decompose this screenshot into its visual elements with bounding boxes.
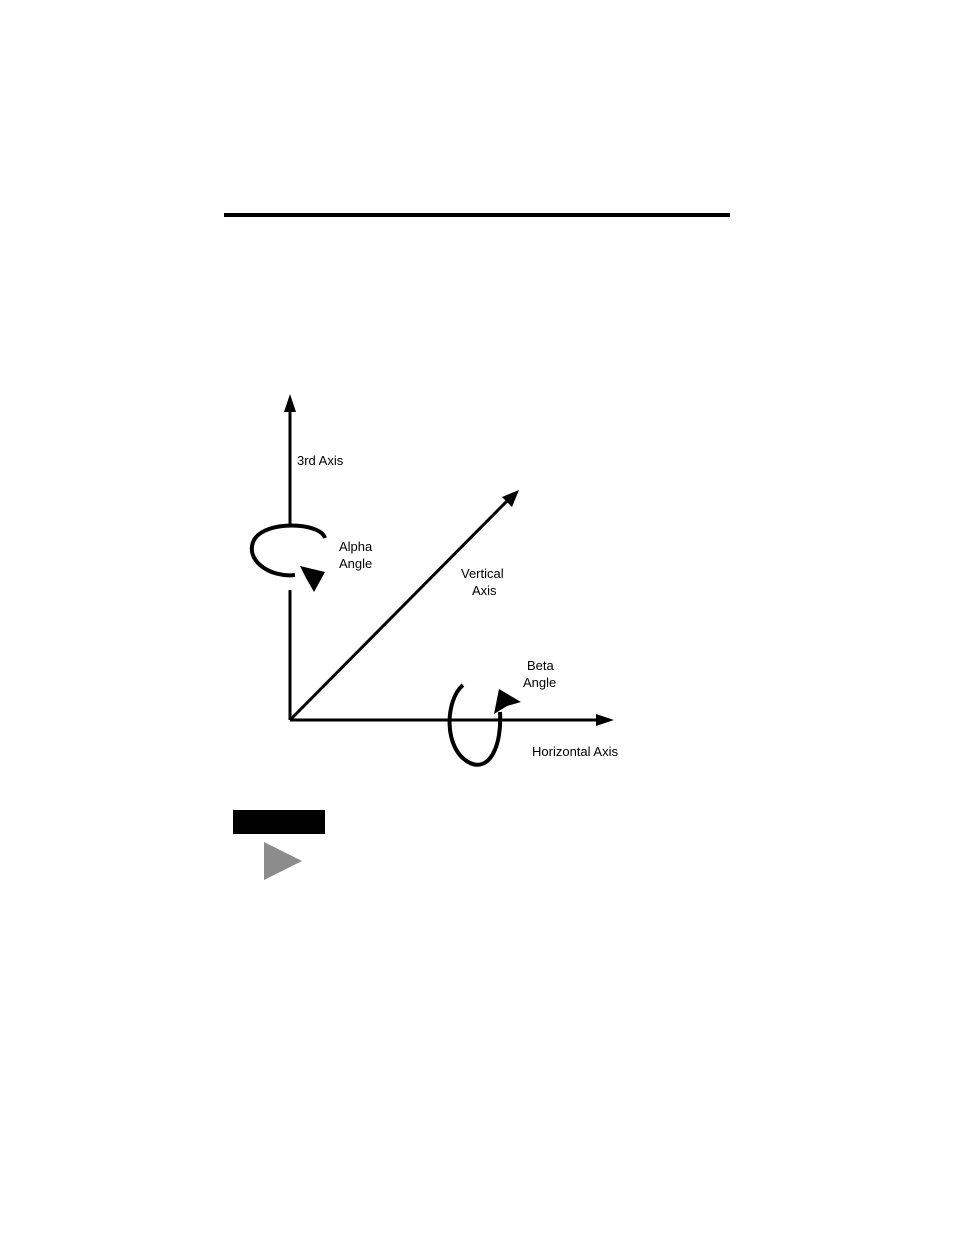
beta-rotation-arrowhead xyxy=(494,689,521,714)
vertical-axis-label-line1: Vertical xyxy=(461,566,504,581)
third-axis-arrowhead xyxy=(284,394,296,412)
beta-rotation-arc xyxy=(450,685,501,765)
beta-angle-label-line1: Beta xyxy=(527,658,555,673)
black-tab-block xyxy=(233,810,325,834)
horizontal-axis-label: Horizontal Axis xyxy=(532,744,618,759)
third-axis-label: 3rd Axis xyxy=(297,453,344,468)
alpha-angle-label-line1: Alpha xyxy=(339,539,373,554)
alpha-rotation-arc xyxy=(252,526,325,576)
horizontal-axis-arrowhead xyxy=(596,714,614,726)
vertical-axis-label-line2: Axis xyxy=(472,583,497,598)
play-triangle-icon xyxy=(264,842,302,880)
alpha-angle-label-line2: Angle xyxy=(339,556,372,571)
alpha-rotation-arrowhead xyxy=(300,566,325,592)
beta-angle-label-line2: Angle xyxy=(523,675,556,690)
